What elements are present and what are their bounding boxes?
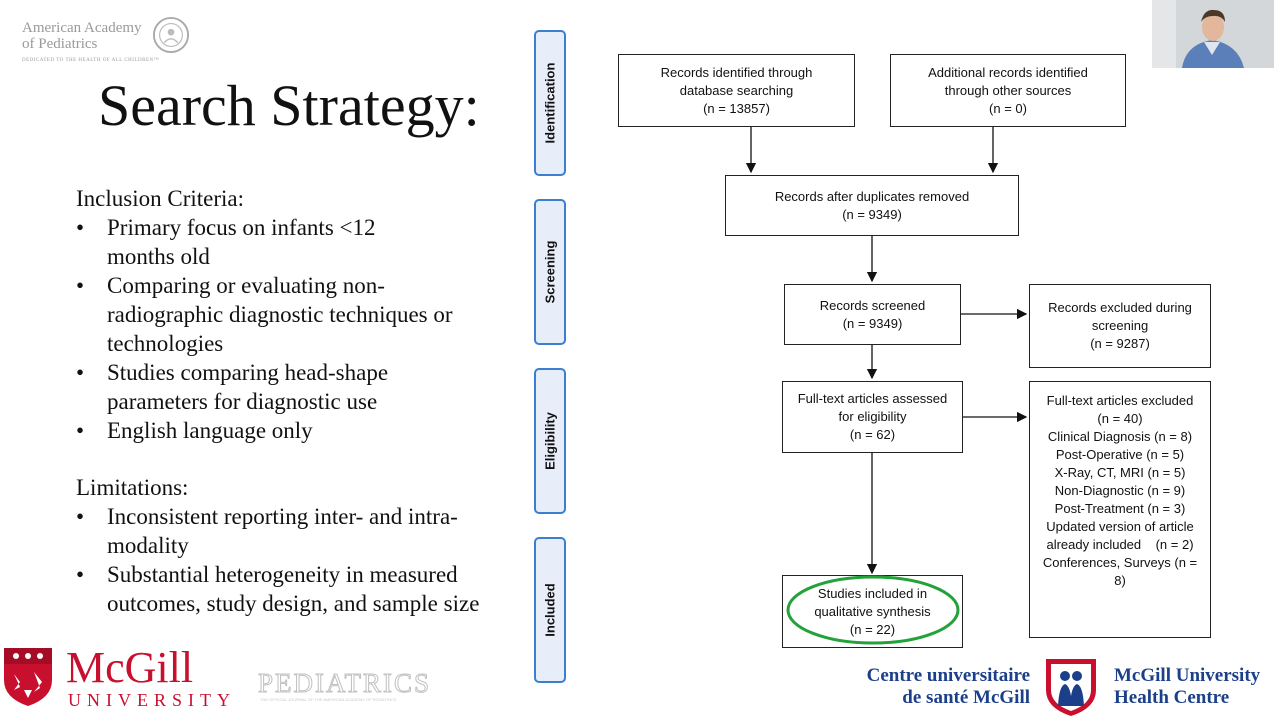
box-line: screening: [1091, 318, 1149, 333]
highlight-ellipse: [786, 575, 960, 645]
box-line: (n = 40): [1097, 411, 1143, 426]
presenter-avatar: [1152, 0, 1274, 68]
inclusion-heading: Inclusion Criteria:: [76, 186, 244, 211]
box-line: Records excluded during: [1048, 300, 1192, 315]
box-line: Records after duplicates removed: [774, 188, 970, 204]
box-line: (n = 62): [849, 427, 896, 442]
box-line: Records identified through: [660, 64, 813, 80]
list-item: • Studies comparing head-shape parameters…: [76, 358, 447, 416]
muhc-line1: McGill University: [1114, 665, 1261, 686]
pediatrics-tagline: THE OFFICIAL JOURNAL OF THE AMERICAN ACA…: [260, 697, 397, 702]
bullet-icon: •: [76, 562, 85, 587]
list-item-text: Substantial heterogeneity in measured ou…: [107, 562, 480, 616]
box-identified-database: Records identified through database sear…: [618, 54, 855, 127]
box-records-screened: Records screened (n = 9349): [784, 284, 961, 345]
aap-logo-line1: American Academy: [22, 20, 142, 36]
list-item: • Primary focus on infants <12 months old: [76, 213, 407, 271]
list-item: • Substantial heterogeneity in measured o…: [76, 560, 532, 618]
pediatrics-logo: PEDIATRICS THE OFFICIAL JOURNAL OF THE A…: [257, 668, 438, 704]
box-line: Conferences, Surveys (n =: [1042, 555, 1198, 570]
list-item-text: Primary focus on infants <12 months old: [107, 215, 376, 269]
bullet-icon: •: [76, 504, 85, 529]
box-line: (n = 13857): [703, 100, 770, 116]
box-line: Additional records identified: [928, 64, 1088, 80]
stage-identification: Identification: [534, 30, 566, 176]
pediatrics-wordmark: PEDIATRICS: [257, 668, 432, 699]
box-line: Post-Treatment (n = 3): [1054, 501, 1186, 516]
box-identified-other: Additional records identified through ot…: [890, 54, 1126, 127]
slide-title: Search Strategy:: [98, 73, 480, 138]
mcgill-sub: UNIVERSITY: [68, 690, 236, 710]
box-fulltext-excluded: Full-text articles excluded (n = 40) Cli…: [1029, 381, 1211, 638]
box-line: (n = 9349): [842, 315, 903, 331]
muhc-text: McGill University Health Centre: [1114, 665, 1278, 709]
cusm-line1: Centre universitaire: [866, 665, 1030, 686]
limitations-heading: Limitations:: [76, 475, 189, 500]
stage-screening: Screening: [534, 199, 566, 345]
list-item: • English language only: [76, 416, 447, 445]
list-item-text: English language only: [107, 418, 313, 443]
box-line: Clinical Diagnosis (n = 8): [1047, 429, 1193, 444]
box-line: database searching: [679, 82, 794, 98]
box-line: qualitative synthesis: [814, 603, 931, 619]
box-line: (n = 0): [989, 100, 1027, 116]
box-line: Non-Diagnostic (n = 9): [1054, 483, 1186, 498]
aap-logo: American Academy of Pediatrics DEDICATED…: [22, 16, 202, 70]
box-line: already included (n = 2): [1046, 537, 1194, 552]
mcgill-crest-icon: [4, 648, 52, 706]
list-item-text: Comparing or evaluating non-radiographic…: [107, 273, 453, 356]
aap-logo-line2: of Pediatrics: [22, 36, 98, 52]
webcam-thumbnail: [1152, 0, 1274, 68]
box-fulltext-assessed: Full-text articles assessed for eligibil…: [782, 381, 963, 453]
box-line: (n = 9349): [842, 206, 902, 222]
list-item-text: Inconsistent reporting inter- and intra-…: [107, 504, 458, 558]
box-excluded-screening: Records excluded during screening (n = 9…: [1029, 284, 1211, 368]
box-line: Records screened: [819, 297, 926, 313]
stage-eligibility: Eligibility: [534, 368, 566, 514]
box-after-duplicates: Records after duplicates removed (n = 93…: [725, 175, 1019, 236]
list-item-text: Studies comparing head-shape parameters …: [107, 360, 389, 414]
aap-seal-icon: [152, 16, 190, 54]
list-item: • Inconsistent reporting inter- and intra…: [76, 502, 507, 560]
box-line: Studies included in: [817, 585, 928, 601]
aap-logo-tagline: DEDICATED TO THE HEALTH OF ALL CHILDREN™: [22, 58, 160, 63]
bullet-icon: •: [76, 273, 85, 298]
cusm-text: Centre universitaire de santé McGill: [850, 665, 1030, 709]
mcgill-name: McGill: [66, 643, 194, 692]
inclusion-list: • Primary focus on infants <12 months old…: [76, 213, 496, 445]
box-line: Post-Operative (n = 5): [1055, 447, 1185, 462]
box-line: Updated version of article: [1046, 519, 1194, 534]
box-line: Full-text articles assessed: [797, 391, 948, 406]
box-line: X-Ray, CT, MRI (n = 5): [1054, 465, 1186, 480]
box-line: 8): [1114, 573, 1126, 588]
muhc-shield-icon: [1046, 659, 1096, 716]
box-line: (n = 9287): [1090, 336, 1150, 351]
bullet-icon: •: [76, 418, 85, 443]
bullet-icon: •: [76, 360, 85, 385]
cusm-line2: de santé McGill: [902, 687, 1030, 708]
stage-included: Included: [534, 537, 566, 683]
box-line: Full-text articles excluded: [1046, 393, 1194, 408]
bullet-icon: •: [76, 215, 85, 240]
list-item: • Comparing or evaluating non-radiographi…: [76, 271, 475, 358]
muhc-line2: Health Centre: [1114, 687, 1230, 708]
box-line: (n = 22): [849, 621, 896, 637]
box-line: through other sources: [944, 82, 1072, 98]
limitations-list: • Inconsistent reporting inter- and intra…: [76, 502, 506, 618]
box-line: for eligibility: [838, 409, 907, 424]
mcgill-wordmark: McGill UNIVERSITY: [66, 643, 236, 711]
